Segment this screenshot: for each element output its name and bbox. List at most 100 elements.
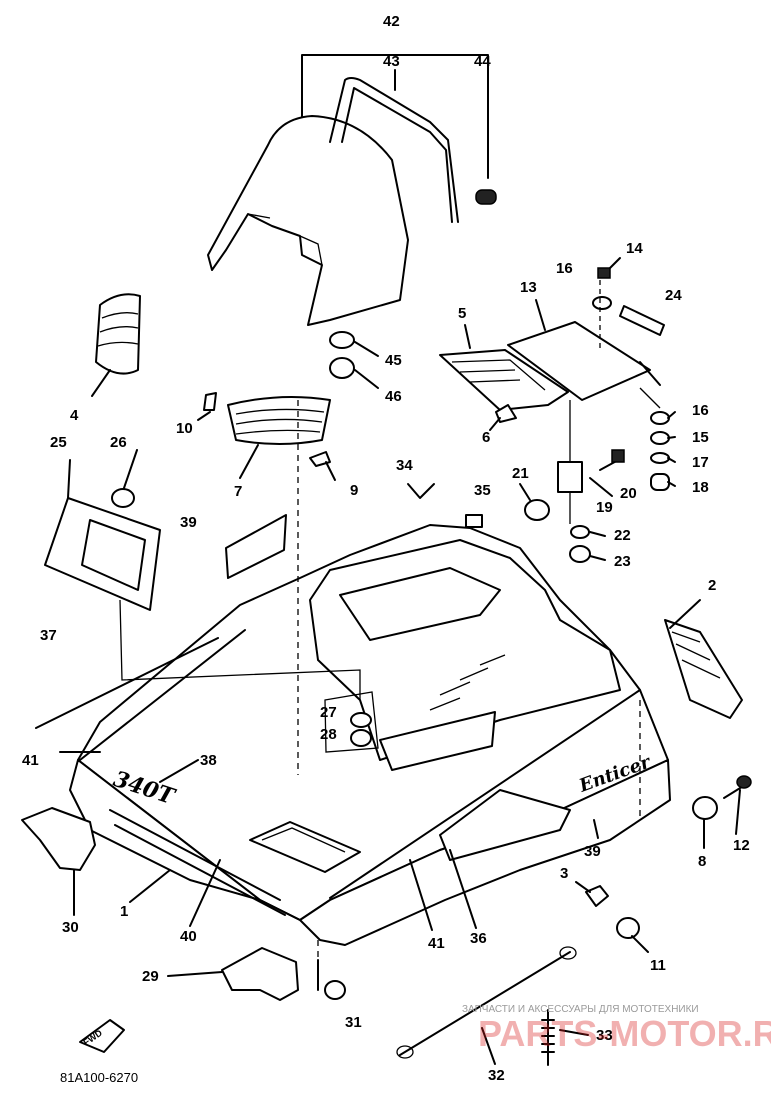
figure-code: 81A100-6270 bbox=[60, 1070, 138, 1085]
watermark-logo: PARTS-MOTOR.RU bbox=[478, 1013, 771, 1054]
callout-20: 20 bbox=[620, 485, 637, 502]
callout-14: 14 bbox=[626, 240, 643, 257]
washer-16-top bbox=[592, 296, 612, 310]
callout-38: 38 bbox=[200, 752, 217, 769]
washer-15 bbox=[650, 431, 670, 445]
grommet-28 bbox=[350, 729, 372, 747]
washer-45 bbox=[329, 331, 355, 349]
windshield bbox=[207, 115, 409, 326]
side-grille-25 bbox=[44, 459, 161, 611]
callout-37: 37 bbox=[40, 627, 57, 644]
callout-26: 26 bbox=[110, 434, 127, 451]
leader-34 bbox=[407, 483, 435, 499]
nut-31 bbox=[324, 980, 346, 1000]
watermark: ЗАПЧАСТИ И АКСЕССУАРЫ ДЛЯ МОТОТЕХНИКИ PA… bbox=[462, 1004, 771, 1054]
callout-30: 30 bbox=[62, 919, 79, 936]
callout-9: 9 bbox=[350, 482, 358, 499]
callout-27: 27 bbox=[320, 704, 337, 721]
callout-42: 42 bbox=[383, 13, 400, 30]
callout-16-right: 16 bbox=[692, 402, 709, 419]
grill-7 bbox=[227, 395, 331, 479]
callout-7: 7 bbox=[234, 483, 242, 500]
callout-5: 5 bbox=[458, 305, 466, 322]
nut-3 bbox=[585, 885, 609, 907]
callout-12: 12 bbox=[733, 837, 750, 854]
hood-bumper-line bbox=[109, 809, 286, 916]
callout-39-bottom: 39 bbox=[584, 843, 601, 860]
trim-41 bbox=[79, 629, 641, 899]
callout-25: 25 bbox=[50, 434, 67, 451]
callout-10: 10 bbox=[176, 420, 193, 437]
callout-41-bottom: 41 bbox=[428, 935, 445, 952]
callout-46: 46 bbox=[385, 388, 402, 405]
callout-29: 29 bbox=[142, 968, 159, 985]
windshield-inner-line bbox=[247, 213, 323, 266]
cable-32-loop-b bbox=[559, 946, 577, 960]
callout-2: 2 bbox=[708, 577, 716, 594]
callout-4: 4 bbox=[70, 407, 79, 424]
decal-39-plate bbox=[225, 514, 287, 579]
vent-panel-5 bbox=[439, 324, 569, 411]
callout-1: 1 bbox=[120, 903, 128, 920]
hinge-29 bbox=[221, 947, 299, 1001]
callout-leaders bbox=[59, 361, 741, 1065]
callout-39-top: 39 bbox=[180, 514, 197, 531]
grommet-8 bbox=[692, 796, 718, 820]
callout-28: 28 bbox=[320, 726, 337, 743]
leader-10 bbox=[197, 411, 211, 421]
callout-33: 33 bbox=[596, 1027, 613, 1044]
callout-45: 45 bbox=[385, 352, 402, 369]
side-vent-2 bbox=[664, 619, 743, 719]
fwd-arrow-icon bbox=[79, 1019, 125, 1053]
clip-10 bbox=[203, 392, 217, 411]
clip-9 bbox=[309, 451, 331, 467]
nut-18 bbox=[650, 473, 670, 491]
hinge-19 bbox=[557, 461, 583, 493]
windshield-group bbox=[207, 54, 497, 326]
callout-23: 23 bbox=[614, 553, 631, 570]
screw-12-head bbox=[736, 775, 752, 789]
callout-44: 44 bbox=[474, 53, 491, 70]
callout-8: 8 bbox=[698, 853, 706, 870]
hinge-30 bbox=[21, 807, 96, 871]
spring-33 bbox=[541, 1009, 555, 1066]
callout-18: 18 bbox=[692, 479, 709, 496]
support-rod-37 bbox=[35, 637, 219, 729]
nut-21 bbox=[524, 499, 550, 521]
leader-14 bbox=[609, 257, 621, 269]
callout-15: 15 bbox=[692, 429, 709, 446]
leader-45 bbox=[354, 341, 379, 357]
washer-22 bbox=[570, 525, 590, 539]
main-hood-1: 340T Enticer bbox=[69, 400, 671, 990]
callout-32: 32 bbox=[488, 1067, 505, 1084]
side-scoop-36 bbox=[439, 789, 571, 861]
nut-26 bbox=[111, 488, 135, 508]
callout-36: 36 bbox=[470, 930, 487, 947]
callout-3: 3 bbox=[560, 865, 568, 882]
clip-44 bbox=[475, 189, 497, 205]
callout-35: 35 bbox=[474, 482, 491, 499]
cable-32 bbox=[399, 951, 571, 1056]
callout-21: 21 bbox=[512, 465, 529, 482]
right-axis bbox=[639, 387, 661, 409]
callout-19: 19 bbox=[596, 499, 613, 516]
bracket-42 bbox=[301, 54, 489, 179]
grommet-27 bbox=[350, 712, 372, 728]
callout-16-top: 16 bbox=[556, 260, 573, 277]
decal-35 bbox=[465, 514, 483, 528]
callout-22: 22 bbox=[614, 527, 631, 544]
callout-40: 40 bbox=[180, 928, 197, 945]
nut-11 bbox=[616, 917, 640, 939]
callout-17: 17 bbox=[692, 454, 709, 471]
callout-6: 6 bbox=[482, 429, 490, 446]
console-vent-slots bbox=[429, 654, 506, 711]
callout-11: 11 bbox=[650, 957, 666, 974]
callout-13: 13 bbox=[520, 279, 537, 296]
washer-16-right bbox=[650, 411, 670, 425]
watermark-caption: ЗАПЧАСТИ И АКСЕССУАРЫ ДЛЯ МОТОТЕХНИКИ bbox=[462, 1004, 699, 1015]
rod-24 bbox=[619, 305, 665, 336]
windshield-trim bbox=[329, 77, 459, 223]
washer-17 bbox=[650, 452, 670, 464]
